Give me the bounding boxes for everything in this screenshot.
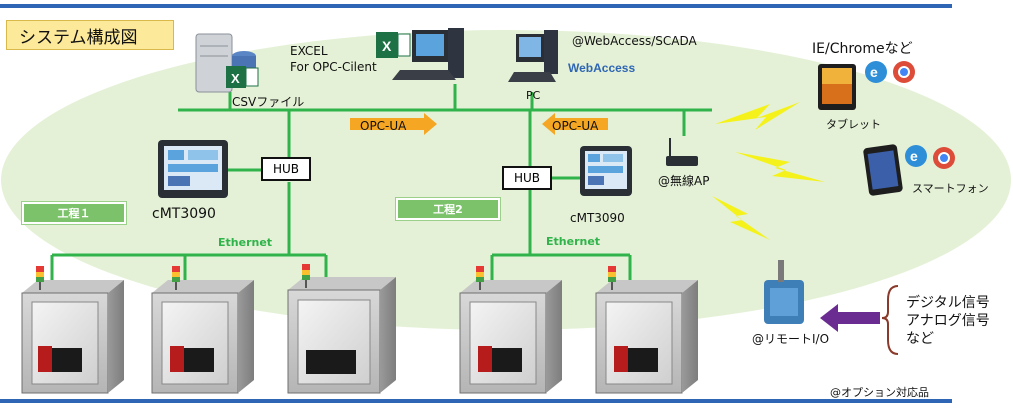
webaccess-scada-label: @WebAccess/SCADA: [572, 34, 697, 48]
bottom-border-bar: [0, 399, 952, 403]
wireless-ap-icon: [666, 138, 698, 166]
hub-left: HUB: [261, 157, 311, 181]
signal-bracket: [881, 285, 899, 355]
cmt3090-left-icon: [158, 140, 228, 198]
excel-label-line2: For OPC-Cilent: [290, 60, 377, 74]
webaccess-pc-icon: [508, 30, 558, 82]
ethernet-label-right: Ethernet: [546, 235, 601, 248]
top-border-bar: [0, 4, 952, 8]
cmt3090-right-icon: [580, 146, 632, 196]
svg-text:e: e: [870, 64, 878, 80]
opc-ua-arrow-left: [542, 113, 608, 135]
csv-file-label: CSVファイル: [232, 95, 305, 109]
cabinet-1: [21, 280, 124, 394]
csv-server-icon: X: [195, 33, 259, 93]
stage1-badge: 工程１: [22, 202, 126, 224]
browsers-label: IE/Chromeなど: [812, 41, 913, 57]
lightning-bolt-phone: [735, 152, 825, 182]
remote-io-icon: [764, 260, 804, 324]
signal-purple-arrow: [820, 304, 880, 332]
smartphone-icon: [863, 144, 903, 196]
browser-icons-phone: e: [905, 145, 955, 169]
svg-text:X: X: [382, 38, 392, 54]
stage2-badge: 工程2: [396, 198, 500, 220]
opc-ua-label-right: OPC-UA: [552, 119, 599, 133]
cmt3090-left-label: cMT3090: [152, 206, 216, 222]
tablet-label: タブレット: [826, 118, 881, 131]
signal-etc-label: など: [906, 331, 934, 347]
tablet-icon: [818, 64, 856, 110]
diagram-title: システム構成図: [6, 20, 174, 50]
ethernet-label-left: Ethernet: [218, 236, 273, 249]
cabinet-3: [287, 277, 396, 394]
svg-text:X: X: [231, 71, 240, 86]
signal-lamp-2: [172, 266, 180, 290]
signal-lamp-3: [302, 264, 310, 288]
lightning-bolt-io: [712, 196, 770, 240]
lightning-bolt-tablet: [715, 102, 800, 130]
cmt3090-right-label: cMT3090: [570, 211, 625, 225]
opc-ua-arrow-right: [350, 113, 437, 135]
wireless-ap-label: @無線AP: [658, 174, 710, 188]
opc-ua-label-left: OPC-UA: [360, 119, 407, 133]
signal-digital-label: デジタル信号: [906, 295, 990, 311]
option-note: @オプション対応品: [830, 386, 929, 399]
cabinet-4: [459, 280, 562, 394]
browser-icons-tablet: e: [865, 61, 915, 83]
signal-lamp-1: [36, 266, 44, 290]
excel-pc-icon: X: [376, 28, 464, 80]
signal-lamp-5: [608, 266, 616, 290]
webaccess-logo: WebAccess: [568, 61, 635, 75]
cabinet-2: [151, 280, 254, 394]
signal-analog-label: アナログ信号: [906, 313, 990, 329]
cabinet-5: [595, 280, 698, 394]
pc-label: PC: [526, 89, 541, 102]
smartphone-label: スマートフォン: [912, 182, 989, 195]
remote-io-label: @リモートI/O: [752, 332, 830, 346]
svg-text:e: e: [910, 148, 918, 164]
hub-right: HUB: [502, 166, 552, 190]
signal-lamp-4: [476, 266, 484, 290]
excel-label-line1: EXCEL: [290, 44, 328, 58]
